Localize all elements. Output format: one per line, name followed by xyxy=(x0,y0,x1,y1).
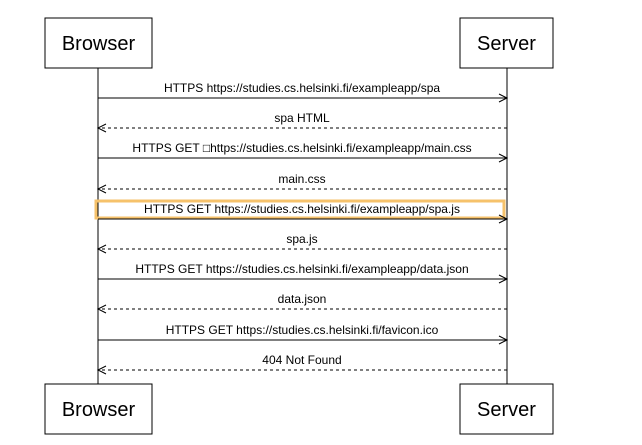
server-actor-bottom: Server xyxy=(459,383,554,435)
arrowhead-7 xyxy=(498,274,509,284)
message-label-5: HTTPS GET https://studies.cs.helsinki.fi… xyxy=(144,202,460,216)
arrowhead-10 xyxy=(96,365,107,375)
message-label-10: 404 Not Found xyxy=(262,353,341,367)
browser-actor-bottom-label: Browser xyxy=(62,399,136,421)
server-actor-top: Server xyxy=(459,17,554,69)
arrowhead-3 xyxy=(498,153,509,163)
arrowhead-1 xyxy=(498,93,509,103)
server-actor-bottom-label: Server xyxy=(477,399,536,421)
message-label-6: spa.js xyxy=(286,232,317,246)
message-label-1: HTTPS https://studies.cs.helsinki.fi/exa… xyxy=(164,81,440,95)
browser-actor-top: Browser xyxy=(44,17,153,69)
message-label-4: main.css xyxy=(278,172,325,186)
message-highlight xyxy=(94,199,506,220)
arrowhead-9 xyxy=(498,335,509,345)
arrowhead-4 xyxy=(96,184,107,194)
message-label-2: spa HTML xyxy=(274,111,330,125)
arrowhead-8 xyxy=(96,304,107,314)
message-label-7: HTTPS GET https://studies.cs.helsinki.fi… xyxy=(135,262,468,276)
arrowhead-5 xyxy=(498,214,509,224)
message-label-3: HTTPS GET □https://studies.cs.helsinki.f… xyxy=(132,141,471,155)
message-label-9: HTTPS GET https://studies.cs.helsinki.fi… xyxy=(166,323,439,337)
arrowhead-6 xyxy=(96,244,107,254)
messages-group: HTTPS https://studies.cs.helsinki.fi/exa… xyxy=(94,81,509,375)
browser-actor-bottom: Browser xyxy=(44,383,153,435)
arrowhead-2 xyxy=(96,123,107,133)
server-actor-top-label: Server xyxy=(477,33,536,55)
message-label-8: data.json xyxy=(278,292,327,306)
browser-actor-top-label: Browser xyxy=(62,33,136,55)
